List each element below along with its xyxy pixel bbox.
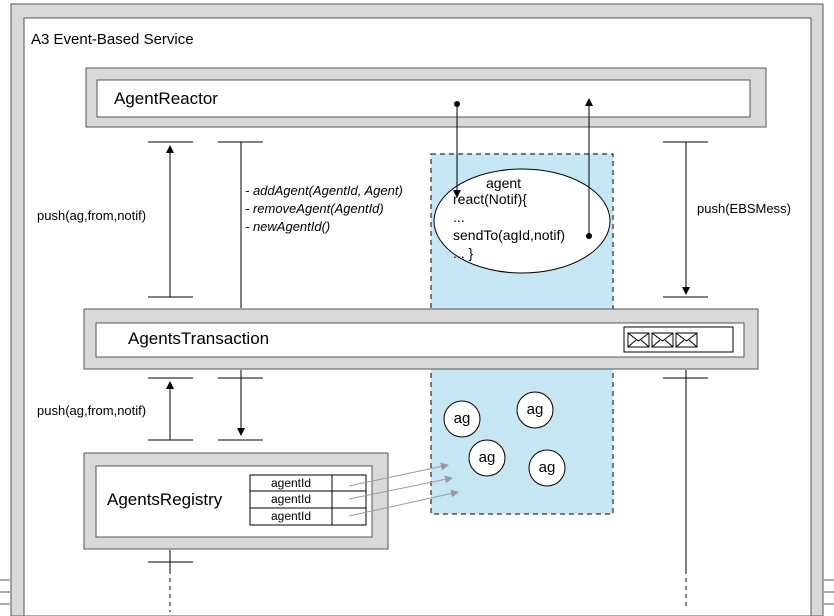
agent-bubble-title: agent — [486, 175, 522, 191]
agent-circle-label: ag — [478, 449, 496, 466]
connector-right-bottom — [663, 370, 708, 606]
message-queue — [623, 326, 734, 353]
reactor-agent-arrows — [453, 98, 593, 239]
agent-circles — [443, 391, 566, 487]
agent-reactor-box — [85, 67, 767, 128]
envelope-icon — [675, 332, 698, 348]
agents-registry-label: AgentsRegistry — [107, 490, 223, 509]
agent-circle-label: ag — [453, 410, 471, 427]
method-add-agent: - addAgent(AgentId, Agent) — [245, 183, 403, 198]
agent-circle — [516, 391, 554, 429]
method-new-agent-id: - newAgentId() — [245, 219, 331, 234]
connector-left-bottom — [148, 550, 193, 612]
agent-circle — [528, 449, 566, 487]
method-remove-agent: - removeAgent(AgentId) — [245, 201, 384, 216]
registry-row-label: agentId — [270, 509, 312, 523]
agents-registry-box — [83, 452, 389, 550]
registry-row-label: agentId — [270, 476, 312, 490]
push-label-top: push(ag,from,notif) — [37, 208, 147, 223]
diagram-title: A3 Event-Based Service — [31, 31, 194, 48]
registry-row-label: agentId — [270, 492, 312, 506]
agent-code-line: sendTo(agId,notif) — [453, 227, 566, 243]
connector-mid-mid — [218, 370, 263, 441]
agent-circle — [443, 400, 481, 438]
push-ebsmess-label: push(EBSMess) — [697, 201, 791, 216]
push-label-bottom: push(ag,from,notif) — [37, 403, 147, 418]
agent-circle-label: ag — [526, 401, 544, 418]
agent-reactor-label: AgentReactor — [114, 89, 218, 108]
agent-circle-label: ag — [538, 459, 556, 476]
agent-code-line: ... — [453, 209, 465, 225]
agent-code-line: react(Notif){ — [453, 191, 527, 207]
connector-left-top — [148, 141, 193, 298]
envelope-icon — [651, 332, 674, 348]
connector-mid-top — [218, 141, 263, 308]
frame-continuation-marks — [0, 579, 834, 605]
agent-circle — [468, 439, 506, 477]
agent-area-bottom — [430, 365, 614, 515]
agent-bubble — [433, 168, 611, 274]
agents-transaction-label: AgentsTransaction — [128, 329, 270, 348]
connector-right-top — [663, 141, 708, 298]
connector-left-mid — [148, 377, 193, 441]
registry-table — [249, 474, 367, 526]
envelope-icon — [627, 332, 650, 348]
registry-pointers — [348, 462, 459, 517]
agent-code-line: ... } — [453, 245, 474, 261]
